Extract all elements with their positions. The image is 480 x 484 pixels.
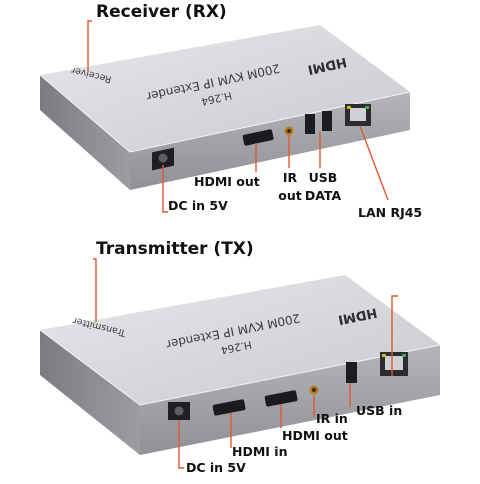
tx-hdmi-in-label: HDMI in [232, 444, 288, 459]
rx-lan-label: LAN RJ45 [358, 205, 423, 220]
receiver-unit: 200M KVM IP Extender H.264 HDMI Receiver [39, 25, 411, 190]
receiver-front-face [130, 92, 410, 190]
transmitter-top-face [40, 275, 440, 405]
tx-hdmi-out-label: HDMI out [282, 428, 348, 443]
rx-usb-data-label-line2: DATA [304, 188, 342, 203]
transmitter-usb-port [346, 362, 357, 383]
transmitter-title: Transmitter (TX) [96, 239, 254, 259]
leader-receiver-title [87, 20, 92, 72]
rx-ir-out-label-line2: out [278, 188, 302, 203]
rx-hdmi-out-label: HDMI out [194, 174, 260, 189]
leader-tx-dc-in [178, 420, 184, 469]
receiver-usb-port-2 [322, 111, 332, 131]
leader-rx-dc-in [162, 165, 168, 213]
rx-ir-out-label-line1: IR [282, 170, 298, 185]
receiver-left-face [40, 75, 130, 190]
transmitter-hdmi-in-port [212, 399, 246, 416]
receiver-usb-port-1 [305, 114, 315, 134]
leader-transmitter-title [93, 258, 97, 322]
tx-dc-in-label: DC in 5V [186, 460, 246, 475]
rx-usb-data-label-line1: USB [308, 170, 338, 185]
callout-leader-lines [87, 20, 398, 469]
transmitter-unit: 200M KVM IP Extender H.264 HDMI Transmit… [39, 275, 441, 455]
receiver-hdmi-port [242, 129, 274, 146]
receiver-title: Receiver (RX) [96, 2, 227, 22]
rx-dc-in-label: DC in 5V [168, 198, 228, 213]
leader-tx-lan [391, 295, 398, 376]
transmitter-hdmi-out-port [264, 390, 298, 407]
leader-rx-lan [359, 125, 389, 201]
transmitter-left-face [40, 330, 140, 455]
tx-ir-in-label: IR in [316, 411, 348, 426]
receiver-top-face [40, 25, 410, 152]
tx-usb-in-label: USB in [356, 403, 403, 418]
